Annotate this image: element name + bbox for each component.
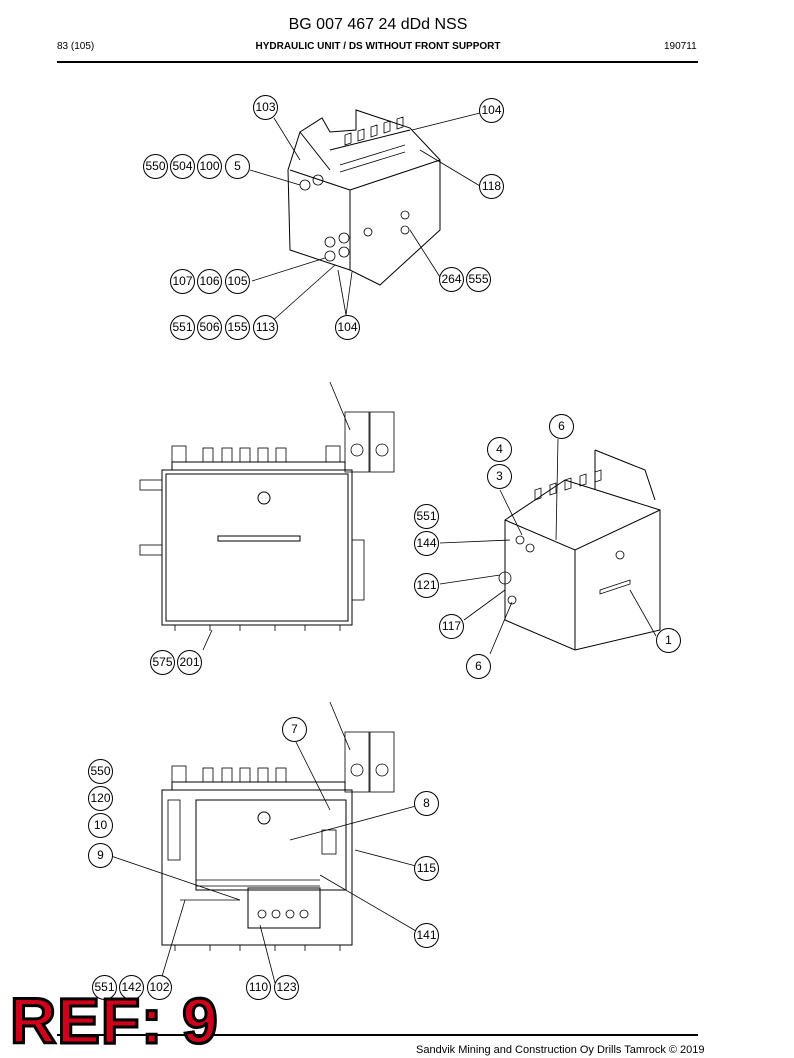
view-3-rear-isometric <box>498 449 661 651</box>
callout-142: 142 <box>119 975 144 1000</box>
callout-102: 102 <box>147 975 172 1000</box>
view-1-isometric <box>287 109 441 286</box>
callout-141: 141 <box>414 923 439 948</box>
callout-8: 8 <box>414 791 439 816</box>
callout-115: 115 <box>414 856 439 881</box>
callout-105: 105 <box>225 269 250 294</box>
callout-106: 106 <box>197 269 222 294</box>
callout-110: 110 <box>246 975 271 1000</box>
callout-104-top: 104 <box>479 98 504 123</box>
ref-label: REF: 9 <box>9 984 220 1058</box>
callout-550-open: 550 <box>88 759 113 784</box>
callout-1: 1 <box>656 628 681 653</box>
callout-121: 121 <box>414 573 439 598</box>
callout-117: 117 <box>439 614 464 639</box>
footer-copyright: Sandvik Mining and Construction Oy Drill… <box>416 1044 705 1056</box>
callout-103: 103 <box>253 95 278 120</box>
page-number: 83 (105) <box>57 41 95 52</box>
document-title: BG 007 467 24 dDd NSS <box>288 16 468 33</box>
callout-3: 3 <box>487 464 512 489</box>
leader-lines <box>110 112 657 984</box>
callout-551-open: 551 <box>92 975 117 1000</box>
callout-201: 201 <box>177 650 202 675</box>
callout-5: 5 <box>225 154 250 179</box>
callout-9: 9 <box>88 843 113 868</box>
callout-120: 120 <box>88 786 113 811</box>
callout-118: 118 <box>479 174 504 199</box>
callout-123: 123 <box>274 975 299 1000</box>
footer-rule <box>57 1034 698 1036</box>
callout-506: 506 <box>197 315 222 340</box>
date-code: 190711 <box>664 41 697 52</box>
callout-504: 504 <box>170 154 195 179</box>
callout-264: 264 <box>439 267 464 292</box>
callout-551-rear: 551 <box>414 504 439 529</box>
callout-155: 155 <box>225 315 250 340</box>
callout-550: 550 <box>143 154 168 179</box>
callout-575: 575 <box>150 650 175 675</box>
section-title: HYDRAULIC UNIT / DS WITHOUT FRONT SUPPOR… <box>255 41 501 52</box>
callout-6-bottom: 6 <box>466 654 491 679</box>
callout-100: 100 <box>197 154 222 179</box>
callout-113: 113 <box>253 315 278 340</box>
callout-7: 7 <box>282 717 307 742</box>
callout-555: 555 <box>466 267 491 292</box>
callout-10: 10 <box>88 813 113 838</box>
callout-4: 4 <box>487 437 512 462</box>
callout-551: 551 <box>170 315 195 340</box>
view-4-open-cabinet <box>161 701 395 951</box>
callout-6-top: 6 <box>549 414 574 439</box>
callout-144: 144 <box>414 531 439 556</box>
callout-104-bottom: 104 <box>335 315 360 340</box>
header-rule <box>57 61 698 63</box>
view-2-front <box>139 381 395 631</box>
callout-107: 107 <box>170 269 195 294</box>
